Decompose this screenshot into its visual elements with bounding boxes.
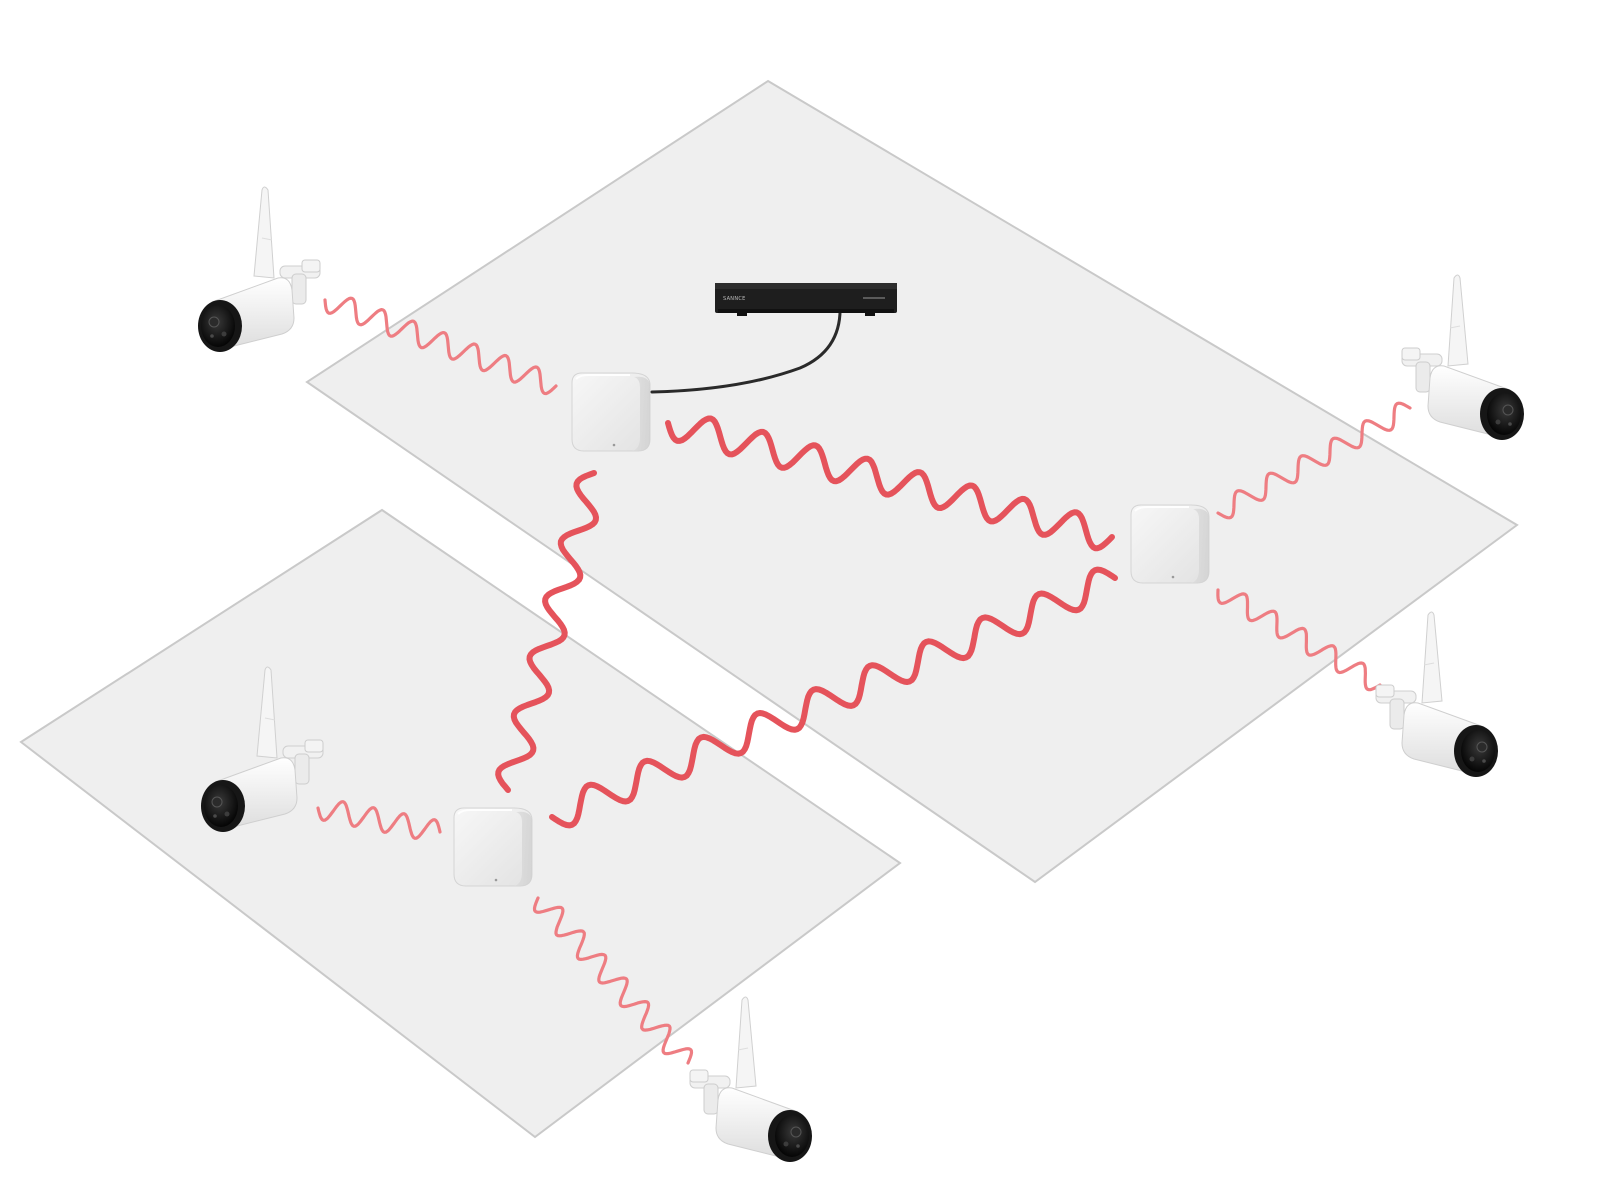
floor-upper: [305, 79, 1519, 884]
wave-camera-top-left: [323, 296, 558, 396]
ethernet-cable: [650, 303, 842, 394]
wave-camera-top-right: [1216, 401, 1412, 520]
camera-top-left: [197, 186, 321, 353]
camera-top-right: [1401, 274, 1525, 441]
wave-main-to-right: [665, 415, 1115, 552]
camera-right-lower: [1375, 611, 1499, 778]
nvr-recorder: SANNCE: [715, 283, 897, 316]
mesh-node-right: [1130, 504, 1210, 584]
wave-camera-right-lower: [1216, 588, 1382, 692]
wave-camera-mid-left: [316, 800, 442, 840]
wave-right-to-lower: [549, 566, 1118, 829]
nvr-brand: SANNCE: [723, 296, 746, 302]
wave-camera-bottom: [532, 896, 694, 1065]
mesh-node-main: [571, 372, 651, 452]
mesh-node-lower: [453, 807, 533, 887]
camera-bottom: [689, 996, 813, 1163]
wave-main-to-lower: [495, 470, 599, 793]
